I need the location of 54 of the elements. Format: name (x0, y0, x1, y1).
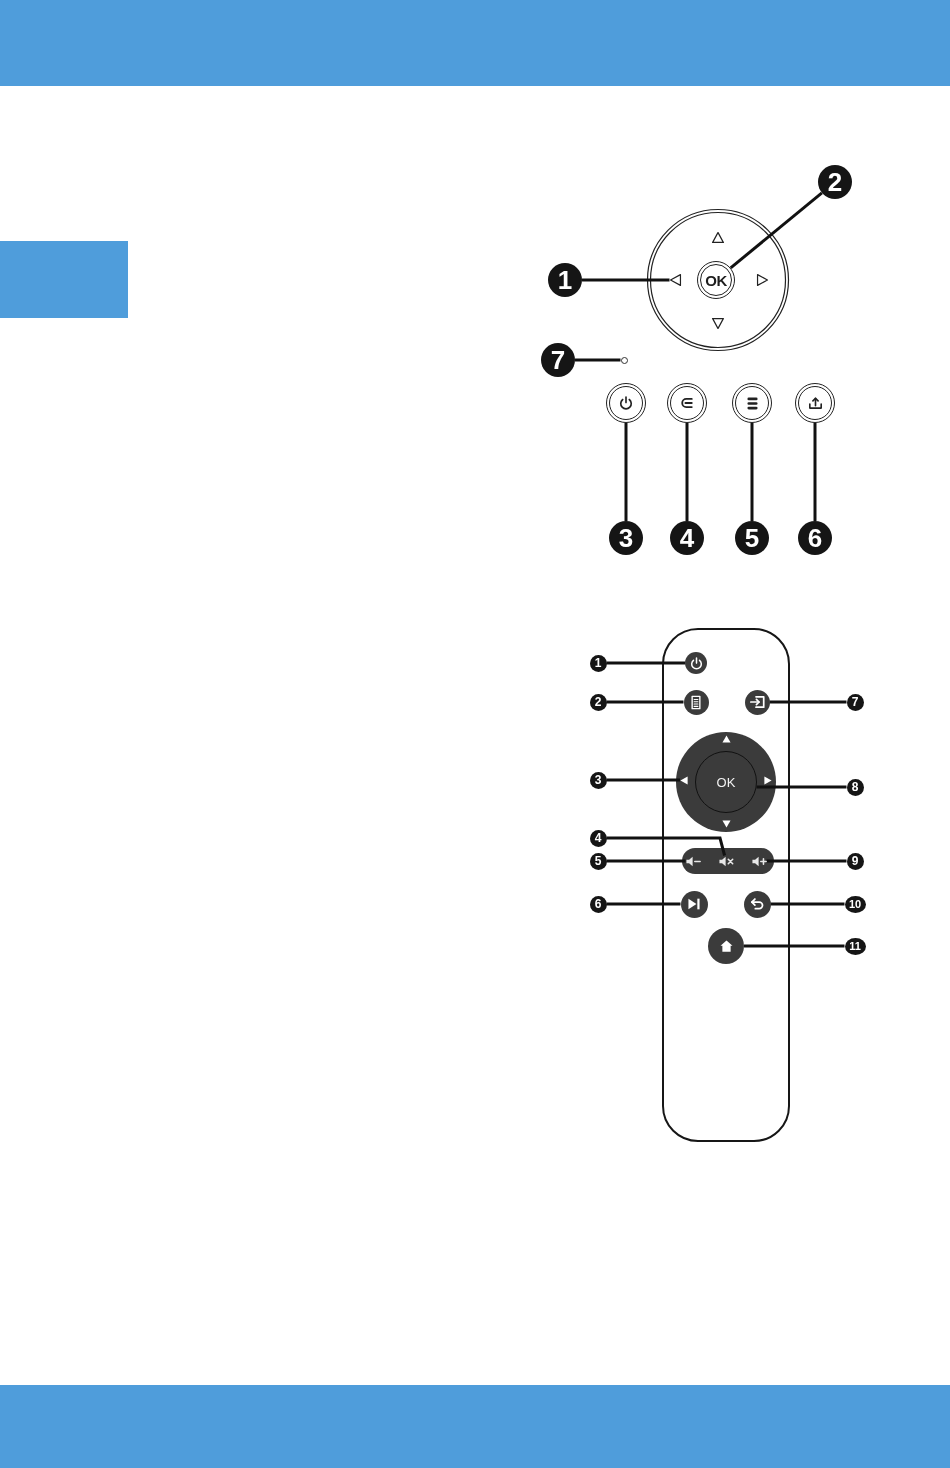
home-button (708, 928, 744, 964)
leader-line (624, 423, 628, 521)
power-button (606, 383, 646, 423)
callout-number: 3 (609, 521, 643, 555)
leader-line (606, 902, 681, 906)
leader-line (729, 191, 823, 270)
leader-line (606, 778, 680, 782)
volume-down-icon (685, 855, 701, 867)
callout-number: 7 (846, 693, 864, 711)
volume-up-icon (751, 855, 767, 867)
leader-line (744, 944, 845, 948)
callout-number: 4 (589, 829, 607, 847)
leader-line (606, 700, 684, 704)
callout-number: 2 (818, 165, 852, 199)
leader-line (750, 423, 754, 521)
upload-button (795, 383, 835, 423)
leader-line (606, 859, 686, 863)
callout-number: 4 (670, 521, 704, 555)
left-arrow-icon (680, 775, 688, 785)
menu-button (683, 689, 709, 715)
callout-number: 3 (589, 771, 607, 789)
leader-line (582, 278, 670, 282)
input-button (744, 689, 770, 715)
indicator-light (620, 356, 628, 364)
mute-icon (718, 855, 734, 867)
leader-line (575, 358, 621, 362)
side-tab (0, 241, 128, 318)
callout-number: 11 (844, 937, 866, 955)
leader-line (606, 661, 685, 665)
callout-number: 1 (548, 263, 582, 297)
leader-line (770, 902, 845, 906)
leader-line (813, 423, 817, 521)
menu-button (732, 383, 772, 423)
leader-line (756, 785, 847, 789)
callout-number: 7 (541, 343, 575, 377)
callout-number: 5 (589, 852, 607, 870)
leader-line (766, 859, 847, 863)
callout-number: 8 (846, 778, 864, 796)
leader-line (606, 836, 727, 856)
leader-line (685, 423, 689, 521)
callout-number: 2 (589, 693, 607, 711)
skip-button (680, 890, 708, 918)
callout-number: 6 (589, 895, 607, 913)
back-button (743, 890, 771, 918)
input-button (667, 383, 707, 423)
left-arrow-icon (669, 274, 681, 286)
callout-number: 1 (589, 654, 607, 672)
callout-number: 10 (844, 895, 866, 913)
callout-number: 9 (846, 852, 864, 870)
callout-number: 6 (798, 521, 832, 555)
power-button (685, 652, 707, 674)
ok-button: OK (697, 261, 735, 299)
leader-line (769, 700, 847, 704)
callout-number: 5 (735, 521, 769, 555)
